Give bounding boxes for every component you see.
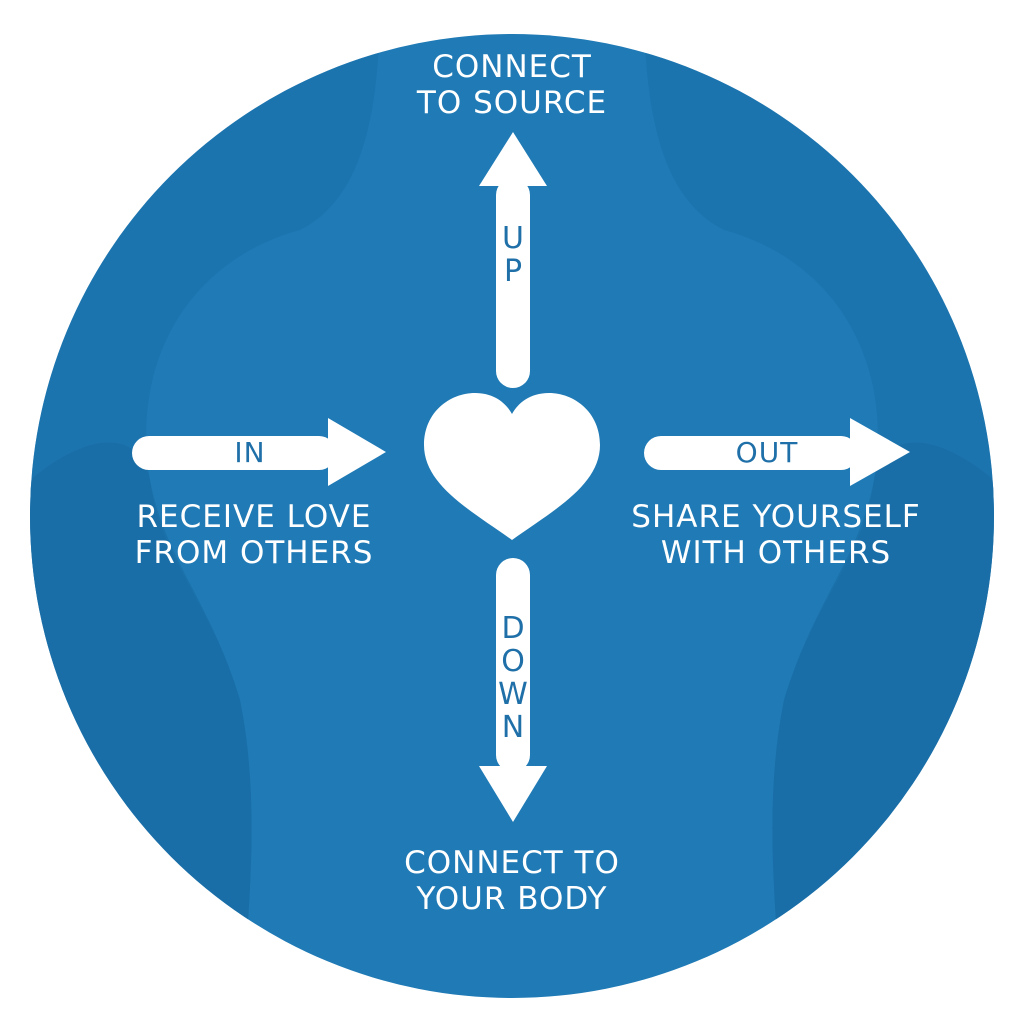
in-arrow — [132, 418, 386, 486]
in-label: RECEIVE LOVE FROM OTHERS — [104, 499, 404, 571]
up-arrow — [479, 132, 547, 388]
down-letter: W — [498, 677, 528, 712]
down-letter: D — [501, 611, 525, 646]
in-label-line-1: RECEIVE LOVE — [136, 499, 372, 535]
down-word: D O W N — [493, 612, 533, 744]
in-label-line-2: FROM OTHERS — [134, 535, 374, 571]
heart-icon — [424, 393, 600, 540]
out-word: OUT — [735, 436, 799, 469]
down-letter: N — [501, 710, 525, 745]
up-label: CONNECT TO SOURCE — [362, 49, 662, 121]
out-arrow — [644, 418, 910, 486]
up-word: U P — [493, 222, 533, 288]
up-letter: P — [503, 254, 523, 289]
out-label-line-1: SHARE YOURSELF — [631, 499, 921, 535]
down-arrow — [479, 558, 547, 822]
down-label-line-2: YOUR BODY — [416, 881, 608, 917]
down-label-line-1: CONNECT TO — [404, 845, 620, 881]
up-label-line-1: CONNECT — [432, 49, 592, 85]
out-label: SHARE YOURSELF WITH OTHERS — [606, 499, 946, 571]
out-label-line-2: WITH OTHERS — [660, 535, 892, 571]
in-word: IN — [234, 436, 266, 469]
down-label: CONNECT TO YOUR BODY — [362, 845, 662, 917]
up-label-line-2: TO SOURCE — [416, 85, 608, 121]
down-letter: O — [501, 644, 525, 679]
up-letter: U — [502, 221, 524, 256]
